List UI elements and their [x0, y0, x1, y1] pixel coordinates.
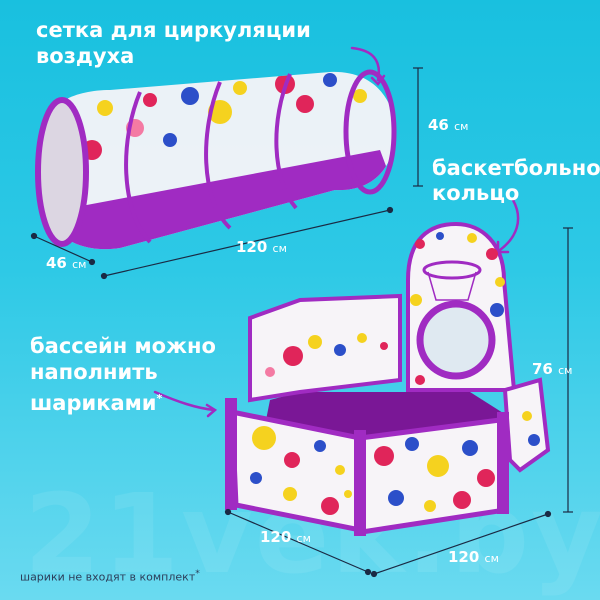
pool-dimension-lines	[224, 227, 573, 578]
dim-pool-width: 120 см	[260, 528, 311, 546]
dim-tunnel-length: 120 см	[236, 238, 287, 256]
play-tunnel	[35, 69, 397, 250]
dim-pool-height: 76 см	[532, 360, 573, 378]
callout-basket-ring-line1: баскетбольное	[432, 156, 600, 180]
callout-pool-balls-line1: бассейн можно	[30, 334, 216, 358]
footnote: шарики не входят в комплект*	[20, 568, 200, 584]
callout-pool-balls-line2: наполнить	[30, 360, 158, 384]
callout-arrows	[153, 46, 520, 418]
callout-air-mesh-line1: сетка для циркуляции	[36, 18, 311, 42]
tunnel-dimension-lines	[30, 67, 423, 280]
dim-pool-depth: 120 см	[448, 548, 499, 566]
callout-pool-balls-line3: шариками*	[30, 391, 163, 415]
dim-tunnel-diameter: 46 см	[46, 254, 87, 272]
callout-air-mesh-line2: воздуха	[36, 44, 135, 68]
dim-tunnel-height: 46 см	[428, 116, 469, 134]
callout-basket-ring-line2: кольцо	[432, 181, 520, 205]
ball-pool	[225, 221, 551, 536]
